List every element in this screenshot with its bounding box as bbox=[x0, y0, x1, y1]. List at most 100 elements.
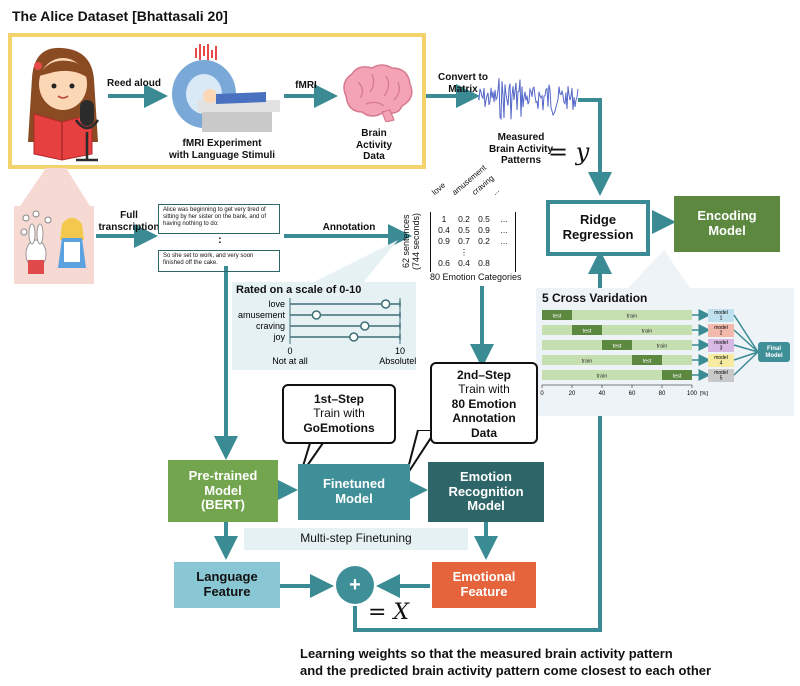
transcription-pointer bbox=[20, 168, 90, 206]
annotation-label: Annotation bbox=[322, 222, 376, 233]
cv-test-label: test bbox=[553, 314, 562, 320]
matrix-cell: 0.9 bbox=[438, 236, 450, 246]
cv-tick-label: 40 bbox=[599, 391, 606, 397]
matrix-cell: 0.9 bbox=[478, 225, 490, 235]
measured-brain-activity-label: Measured Brain Activity Patterns bbox=[488, 132, 554, 166]
brain-activity-data-label: Brain Activity Data bbox=[355, 128, 393, 162]
matrix-cell: 0.2 bbox=[458, 214, 470, 224]
cv-train-bar bbox=[542, 370, 692, 380]
cv-tick-label: 20 bbox=[569, 391, 576, 397]
full-transcription-label: Full transcription bbox=[98, 210, 160, 233]
emotion-recognition-model-box: Emotion Recognition Model bbox=[428, 462, 544, 522]
rating-item-label: joy bbox=[272, 332, 285, 342]
cv-merge-line bbox=[733, 351, 759, 361]
finetuned-model-box: Finetuned Model bbox=[298, 464, 410, 520]
rating-min-label: 0 bbox=[287, 346, 292, 356]
cv-model-label: model bbox=[714, 355, 728, 361]
matrix-side-label-2: (744 seconds) bbox=[410, 212, 421, 270]
cv-model-label: 4 bbox=[720, 361, 723, 367]
transcript-panel: Alice was beginning to get very tired of… bbox=[158, 204, 286, 274]
cv-test-bar bbox=[572, 325, 602, 335]
cv-train-label: train bbox=[627, 314, 638, 320]
rating-knob bbox=[380, 299, 391, 309]
cv-test-label: test bbox=[643, 359, 652, 365]
rating-title: Rated on a scale of 0-10 bbox=[236, 284, 362, 296]
fmri-scanner-illustration bbox=[172, 44, 280, 132]
cv-test-label: test bbox=[583, 329, 592, 335]
pretrained-model-box: Pre-trained Model (BERT) bbox=[168, 460, 278, 522]
step1-callout: 1st–Step Train with GoEmotions bbox=[282, 384, 396, 444]
cv-tick-label: 80 bbox=[659, 391, 666, 397]
cv-train-label: train bbox=[657, 344, 668, 350]
matrix-cell: 0.4 bbox=[438, 225, 450, 235]
equals-y-label: = y bbox=[548, 138, 590, 166]
cv-train-bar bbox=[542, 310, 692, 320]
caption: Learning weights so that the measured br… bbox=[300, 646, 712, 678]
cv-merge-line bbox=[733, 329, 759, 353]
emotional-feature-box: Emotional Feature bbox=[432, 562, 536, 608]
cv-model-label: model bbox=[714, 310, 728, 316]
arrow-measured-to-ridge bbox=[578, 98, 612, 196]
ridge-regression-box: Ridge Regression bbox=[546, 200, 650, 256]
matrix-cell: 0.4 bbox=[458, 258, 470, 268]
experiment-frame bbox=[8, 33, 426, 169]
rating-pointer bbox=[310, 240, 398, 284]
cv-test-bar bbox=[542, 310, 572, 320]
matrix-cell: 0.7 bbox=[458, 236, 470, 246]
multistep-finetuning-band: Multi-step Finetuning bbox=[244, 528, 468, 550]
cv-model-label: model bbox=[714, 370, 728, 376]
transcript-ellipsis: : bbox=[218, 234, 222, 246]
brain-icon bbox=[343, 64, 413, 122]
matrix-bottom-label: 80 Emotion Categories bbox=[430, 272, 522, 282]
cv-train-bar bbox=[542, 355, 692, 365]
language-feature-box: Language Feature bbox=[174, 562, 280, 608]
cv-pointer bbox=[628, 250, 690, 288]
cv-model-label: 2 bbox=[720, 331, 723, 337]
cv-test-label: test bbox=[673, 374, 682, 380]
matrix-side-label: 62 sentences (744 seconds) bbox=[401, 208, 428, 274]
alice-illustration-panel bbox=[14, 206, 94, 284]
matrix-cell: ⋮ bbox=[459, 247, 469, 257]
equals-x-label: = X bbox=[368, 600, 410, 625]
cv-unit-label: [%] bbox=[700, 391, 708, 397]
cv-model-label: model bbox=[714, 340, 728, 346]
cv-model-box bbox=[708, 354, 734, 367]
matrix-cell: ... bbox=[500, 236, 508, 246]
cv-model-box bbox=[708, 369, 734, 382]
cv-final-label: Model bbox=[765, 353, 783, 359]
cv-model-box bbox=[708, 324, 734, 337]
girl-reading-illustration bbox=[28, 47, 100, 162]
rating-knob bbox=[349, 332, 359, 342]
cv-model-label: 3 bbox=[720, 346, 723, 352]
convert-to-matrix-label: Convert to Matrix bbox=[438, 72, 488, 95]
cv-test-bar bbox=[662, 370, 692, 380]
alice-rabbit-icon bbox=[20, 210, 86, 274]
matrix-side-label-1: 62 sentences bbox=[401, 214, 411, 268]
reed-aloud-label: Reed aloud bbox=[107, 78, 161, 89]
cv-train-bar bbox=[542, 325, 692, 335]
cv-tick-label: 60 bbox=[629, 391, 636, 397]
cv-model-label: 1 bbox=[720, 316, 723, 322]
cv-train-label: train bbox=[582, 359, 593, 365]
step2-callout: 2nd–Step Train with 80 Emotion Annotatio… bbox=[430, 362, 538, 444]
brain-signal-waveform bbox=[478, 78, 579, 121]
matrix-cell: 0.5 bbox=[458, 225, 470, 235]
cv-final-label: Final bbox=[767, 346, 781, 352]
cv-model-label: 5 bbox=[720, 376, 723, 382]
step1-line1: Train with bbox=[313, 406, 365, 421]
matrix-bracket bbox=[430, 212, 516, 272]
cv-merge-line bbox=[733, 314, 759, 353]
rating-knob bbox=[311, 310, 322, 320]
page-title: The Alice Dataset [Bhattasali 20] bbox=[12, 8, 228, 24]
rating-max-caption: Absolutely bbox=[379, 356, 416, 366]
rating-knob bbox=[360, 321, 370, 331]
rating-item-label: amusement bbox=[238, 310, 286, 320]
step2-line2: 80 Emotion Annotation Data bbox=[451, 396, 517, 440]
step2-heading: 2nd–Step bbox=[456, 368, 511, 382]
cv-tick-label: 100 bbox=[687, 391, 698, 397]
